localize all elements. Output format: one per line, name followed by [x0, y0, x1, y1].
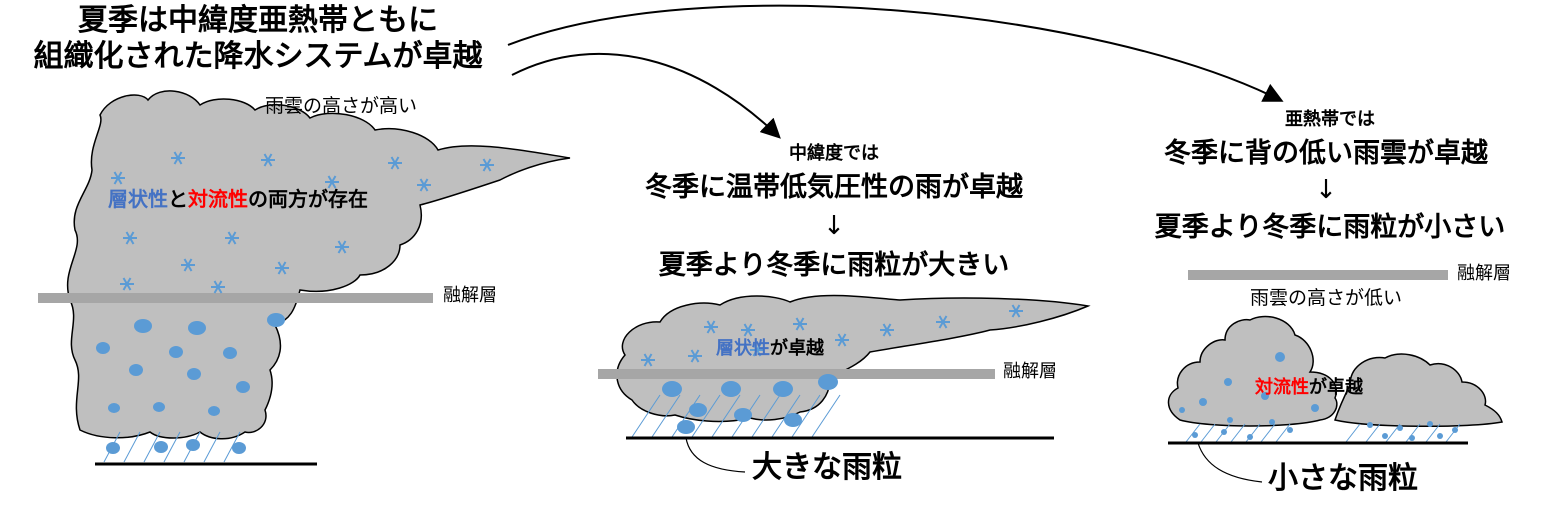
middle-arrow: ↓: [823, 211, 845, 241]
conjunction: と: [168, 187, 188, 211]
both-exist: の両方が存在: [248, 187, 368, 211]
left-precip-type-label: 層状性と対流性の両方が存在: [108, 188, 368, 211]
middle-result: 夏季より冬季に雨粒が大きい: [658, 250, 1010, 281]
small-drops-label: 小さな雨粒: [1268, 461, 1418, 496]
right-melting-layer-label: 融解層: [1457, 263, 1511, 284]
headline-line2: 組織化された降水システムが卓越: [33, 39, 483, 74]
middle-region-label: 中緯度では: [789, 143, 879, 164]
arrow-to-subtropics: [507, 4, 1284, 102]
stratiform-word: 層状性: [108, 187, 168, 211]
middle-rain-streaks: [631, 394, 841, 438]
right-statement: 冬季に背の低い雨雲が卓越: [1164, 138, 1488, 169]
right-rain-streaks: [1185, 423, 1461, 443]
right-arrow: ↓: [1315, 175, 1337, 205]
arrow-to-midlatitude: [511, 52, 781, 139]
middle-statement: 冬季に温帯低気圧性の雨が卓越: [645, 172, 1023, 203]
middle-raindrops: [662, 374, 838, 434]
dominant-word: が卓越: [770, 338, 824, 359]
left-tall-cloud: [66, 90, 571, 440]
right-shallow-clouds: [1167, 315, 1503, 428]
right-region-label: 亜熱帯では: [1285, 109, 1375, 130]
middle-drop-pointer: [685, 437, 746, 473]
right-result: 夏季より冬季に雨粒が小さい: [1154, 212, 1506, 243]
middle-melting-layer-label: 融解層: [1003, 361, 1057, 382]
stratiform-word: 層状性: [716, 338, 770, 359]
left-rain-streaks: [103, 431, 241, 463]
left-melting-layer-label: 融解層: [443, 285, 497, 306]
right-cloud-label: 対流性が卓越: [1255, 377, 1363, 399]
right-raindrops: [1179, 352, 1458, 441]
dominant-word: が卓越: [1309, 377, 1363, 398]
convective-word: 対流性: [1255, 377, 1309, 398]
right-cloud-height-label: 雨雲の高さが低い: [1250, 287, 1403, 309]
headline-line1: 夏季は中緯度亜熱帯ともに: [78, 3, 438, 38]
right-drop-pointer: [1197, 442, 1263, 483]
left-cloud-height-label: 雨雲の高さが高い: [265, 95, 418, 117]
middle-cloud-label: 層状性が卓越: [716, 338, 824, 360]
large-drops-label: 大きな雨粒: [752, 450, 902, 485]
convective-word: 対流性: [188, 187, 248, 211]
